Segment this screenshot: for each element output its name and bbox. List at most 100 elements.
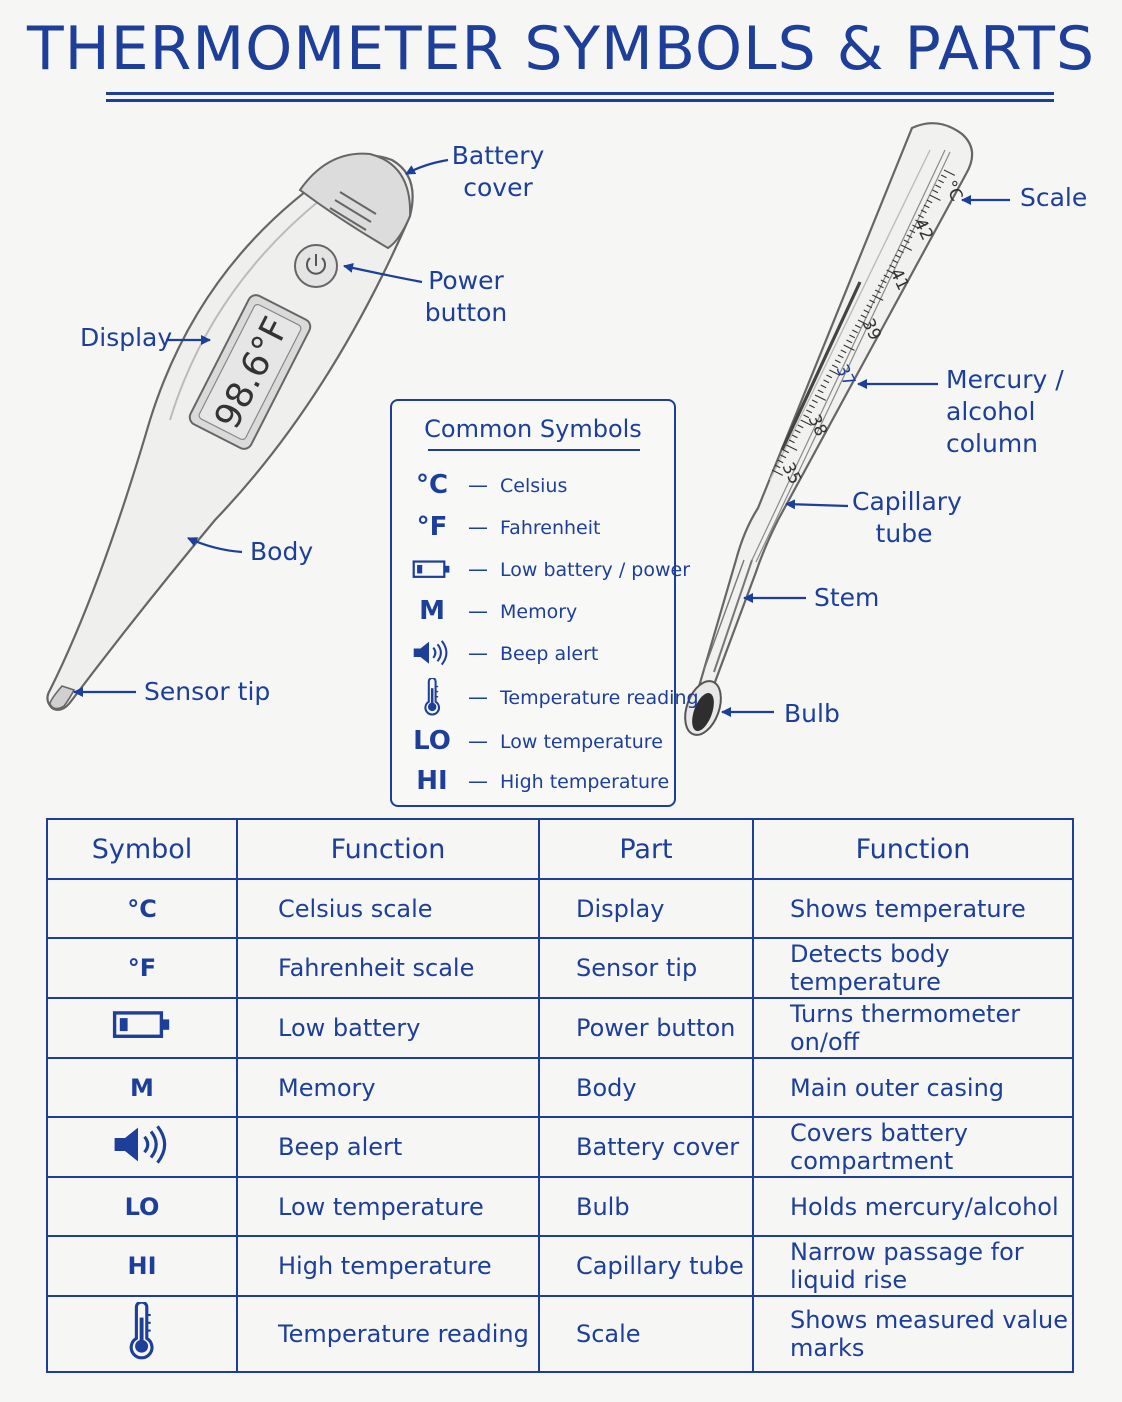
scale-tick <box>846 339 853 344</box>
scale-tick <box>880 279 887 284</box>
scale-tick <box>895 254 901 259</box>
scale-tick <box>794 429 801 434</box>
label-capillary-tube: Capillary tube <box>852 486 962 550</box>
table-part-function: Covers battery compartment <box>752 1116 1074 1178</box>
table-part-function: Shows measured value marks <box>752 1295 1074 1373</box>
scale-tick <box>926 199 933 204</box>
scale-tick <box>791 434 798 439</box>
scale-tick <box>809 404 815 409</box>
legend-symbol: HI <box>416 766 448 796</box>
callout-arrows <box>73 158 1010 717</box>
legend-item: HI—High temperature <box>392 763 674 799</box>
scale-tick <box>886 269 898 276</box>
table-function: Beep alert <box>236 1116 540 1178</box>
table-function: Low temperature <box>236 1176 540 1237</box>
low-battery-icon <box>46 997 238 1059</box>
scale-tick <box>771 469 784 476</box>
legend-item: — Low battery / power <box>392 551 690 587</box>
table-function: Celsius scale <box>236 878 540 939</box>
scale-tick <box>943 169 956 176</box>
label-body: Body <box>250 537 314 566</box>
label-capillary-line1: Capillary <box>852 487 962 516</box>
table-header-row: Symbol Function Part Function <box>46 818 1074 880</box>
legend-dash: — <box>468 599 488 623</box>
legend-symbol: LO <box>413 726 451 756</box>
capillary-arrow <box>785 499 849 510</box>
scale-tick <box>900 244 913 251</box>
legend-dash: — <box>468 685 488 709</box>
label-battery-cover-line2: cover <box>463 173 533 202</box>
label-mercury-column: Mercury / alcohol column <box>946 364 1116 460</box>
table-part: Body <box>538 1057 754 1118</box>
scale-tick <box>774 464 781 469</box>
scale-tick <box>814 394 827 401</box>
battery-cover-arrow <box>405 158 449 175</box>
scale-tick <box>915 219 927 226</box>
table-part-function: Detects body temperature <box>752 937 1074 999</box>
scale-tick <box>897 249 904 254</box>
scale-tick <box>917 214 924 219</box>
scale-tick <box>797 424 804 429</box>
scale-tick <box>829 369 841 376</box>
scale-tick <box>823 379 830 384</box>
legend-label: Low battery / power <box>500 559 691 581</box>
scale-tick <box>786 444 798 451</box>
sensor-tip-part <box>49 685 76 710</box>
glass-thermometer-outer <box>694 122 974 703</box>
label-bulb: Bulb <box>784 699 840 728</box>
scale-tick <box>857 319 870 326</box>
legend-item: —Temperature reading <box>392 678 699 716</box>
legend-label: Low temperature <box>500 731 663 753</box>
scale-tick <box>777 459 784 464</box>
speaker-icon <box>46 1116 238 1178</box>
legend-label: Celsius <box>500 475 568 497</box>
scale-tick <box>803 414 810 419</box>
table-symbol: °C <box>46 878 238 939</box>
table-part-function: Shows temperature <box>752 878 1074 939</box>
scale-tick <box>938 179 944 184</box>
scale-tick <box>811 399 818 404</box>
label-power-button-line1: Power <box>428 266 504 295</box>
scale-tick <box>935 184 942 189</box>
thermometer-icon <box>404 678 460 716</box>
table-function: High temperature <box>236 1235 540 1297</box>
table-function: Fahrenheit scale <box>236 937 540 999</box>
scale-tick <box>852 329 858 334</box>
table-part-function: Main outer casing <box>752 1057 1074 1118</box>
legend-dash: — <box>468 473 488 497</box>
scale-tick <box>817 389 824 394</box>
header-function: Function <box>236 818 540 880</box>
table-part: Capillary tube <box>538 1235 754 1297</box>
label-power-button-line2: button <box>424 298 508 327</box>
scale-tick <box>932 189 939 194</box>
scale-tick <box>883 274 890 279</box>
scale-tick <box>780 454 787 459</box>
table-symbol: HI <box>46 1235 238 1297</box>
title-underline <box>106 92 1054 95</box>
scale-ticks <box>771 169 956 476</box>
scale-tick <box>872 294 884 301</box>
scale-tick <box>860 314 867 319</box>
label-mercury-line1: Mercury / <box>946 365 1064 394</box>
label-capillary-line2: tube <box>875 519 933 548</box>
table-part: Sensor tip <box>538 937 754 999</box>
legend-dash: — <box>468 557 488 581</box>
table-function: Temperature reading <box>236 1295 540 1373</box>
scale-tick <box>806 409 813 414</box>
scale-tick <box>843 344 855 351</box>
label-battery-cover: Battery cover <box>446 140 550 204</box>
scale-tick <box>837 354 844 359</box>
legend-symbol: M <box>419 596 445 626</box>
legend-label: Beep alert <box>500 643 599 665</box>
label-power-button: Power button <box>420 265 512 329</box>
page-title: THERMOMETER SYMBOLS & PARTS <box>26 14 1096 84</box>
table-symbol: M <box>46 1057 238 1118</box>
scale-tick <box>783 449 790 454</box>
scale-tick <box>869 299 876 304</box>
speaker-icon <box>404 635 460 671</box>
